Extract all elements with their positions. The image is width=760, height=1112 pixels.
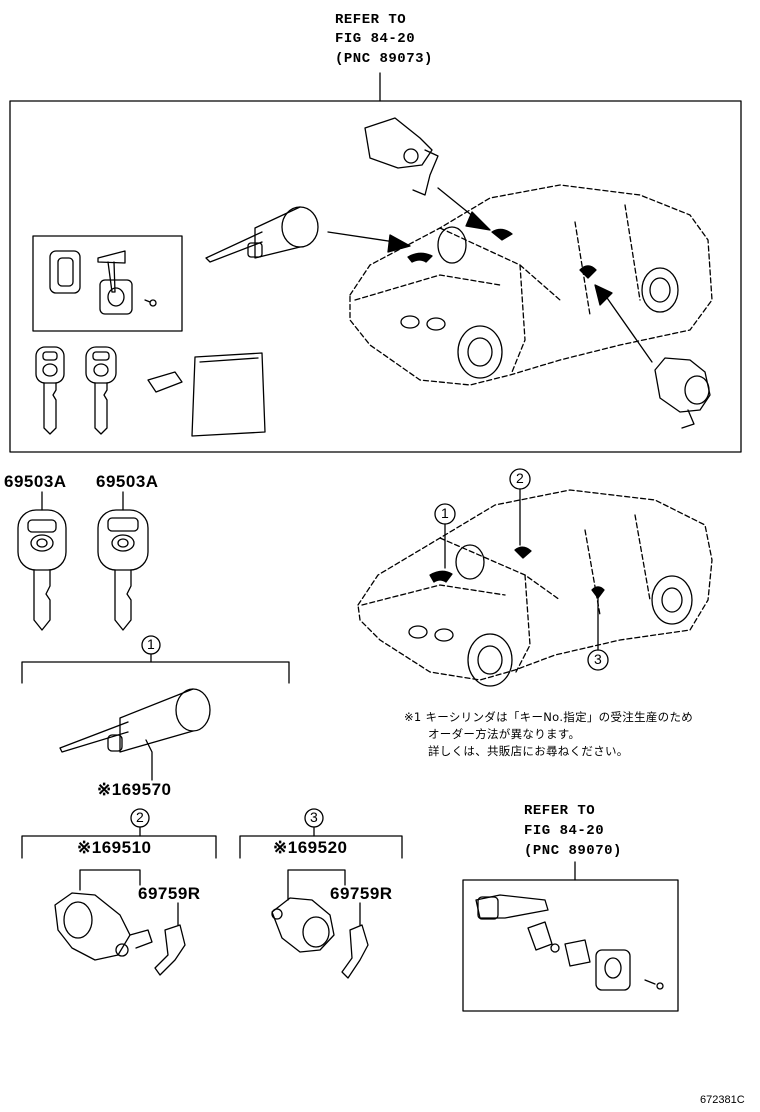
callout-2-car-label: 2 bbox=[516, 470, 524, 486]
transponder-frame bbox=[462, 879, 679, 1012]
refer-top-line3: (PNC 89073) bbox=[335, 51, 433, 67]
key-parts-box bbox=[32, 235, 183, 332]
top-car bbox=[349, 184, 713, 386]
refer-bottom-line1: REFER TO bbox=[524, 803, 596, 819]
top-key-right bbox=[85, 346, 117, 435]
part-number-rear-cylinder: ※169520 bbox=[273, 838, 348, 857]
door-clip bbox=[154, 924, 186, 976]
bracket-1 bbox=[21, 661, 290, 684]
rear-clip bbox=[341, 924, 369, 979]
top-rear-cylinder bbox=[654, 357, 711, 429]
rear-lock-cylinder bbox=[271, 897, 335, 953]
part-number-rear-clip: 69759R bbox=[330, 884, 393, 903]
door-lock-cylinder bbox=[54, 892, 153, 961]
key-number-plate bbox=[191, 352, 266, 437]
bracket-2 bbox=[21, 835, 217, 859]
part-number-door-clip: 69759R bbox=[138, 884, 201, 903]
transponder-key-parts bbox=[475, 894, 664, 991]
top-key-left bbox=[35, 346, 65, 435]
mid-car bbox=[357, 489, 713, 681]
part-number-key-right: 69503A bbox=[96, 472, 159, 491]
refer-bottom-line2: FIG 84-20 bbox=[524, 823, 605, 839]
part-number-key-left: 69503A bbox=[4, 472, 67, 491]
refer-top-line1: REFER TO bbox=[335, 12, 407, 28]
part-number-ignition-cylinder: ※169570 bbox=[97, 780, 172, 799]
key-blank bbox=[147, 371, 183, 393]
figure-id: 672381C bbox=[700, 1094, 745, 1106]
ignition-cylinder bbox=[59, 688, 211, 781]
callout-3-car-label: 3 bbox=[594, 651, 602, 667]
note-line2: オーダー方法が異なります。 bbox=[428, 727, 581, 741]
refer-top-line2: FIG 84-20 bbox=[335, 31, 416, 47]
note-line1: ※1 キーシリンダは「キーNo.指定」の受注生産のため bbox=[404, 710, 694, 724]
top-frame bbox=[9, 100, 742, 453]
callout-2-label: 2 bbox=[136, 809, 144, 825]
mid-key-right bbox=[97, 491, 149, 631]
bracket-3 bbox=[239, 835, 403, 859]
top-arrows bbox=[327, 187, 653, 363]
part-number-door-cylinder: ※169510 bbox=[77, 838, 152, 857]
callout-1-label: 1 bbox=[147, 636, 155, 652]
note-line3: 詳しくは、共販店にお尋ねください。 bbox=[428, 744, 629, 758]
key-parts-icons bbox=[49, 250, 157, 315]
callout-3-label: 3 bbox=[310, 809, 318, 825]
refer-bottom-line3: (PNC 89070) bbox=[524, 843, 622, 859]
top-car-wheels bbox=[400, 226, 679, 379]
callout-1-car-label: 1 bbox=[441, 505, 449, 521]
top-ignition-cylinder bbox=[205, 206, 319, 263]
mid-key-left bbox=[17, 491, 67, 631]
mid-car-wheels bbox=[408, 544, 693, 687]
top-door-cylinder bbox=[364, 117, 439, 196]
